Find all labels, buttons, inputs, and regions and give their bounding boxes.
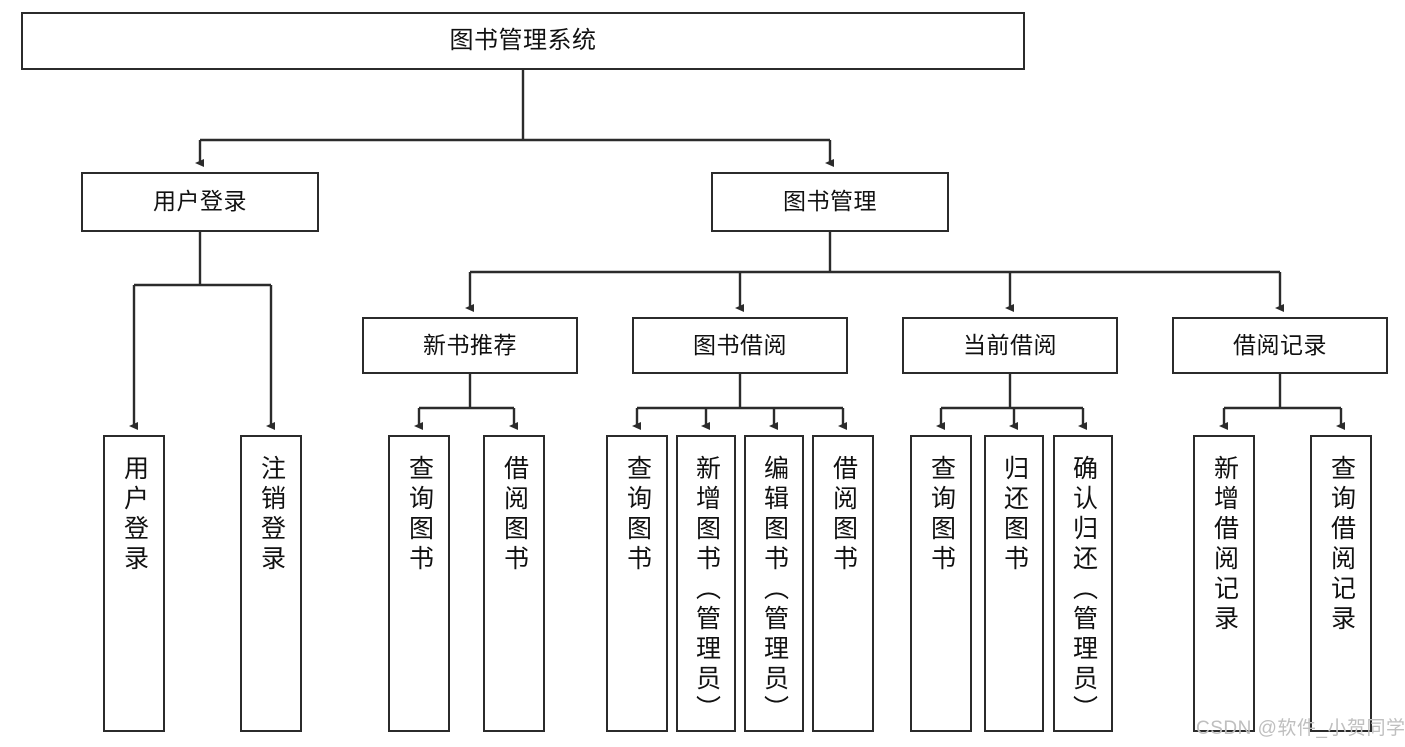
node-leaf-confirm-return-label: 确认归还（管理员） xyxy=(1069,455,1098,725)
node-leaf-logout[interactable]: 注销登录 xyxy=(240,435,302,732)
node-current-borrow-label: 当前借阅 xyxy=(963,331,1057,358)
node-leaf-query-record-label: 查询借阅记录 xyxy=(1327,455,1356,635)
node-leaf-borrow-book-2[interactable]: 借阅图书 xyxy=(812,435,874,732)
node-leaf-borrow-book-1[interactable]: 借阅图书 xyxy=(483,435,545,732)
node-leaf-borrow-book-2-label: 借阅图书 xyxy=(829,455,858,575)
node-user-login[interactable]: 用户登录 xyxy=(81,172,319,232)
node-leaf-confirm-return[interactable]: 确认归还（管理员） xyxy=(1053,435,1113,732)
node-leaf-query-book-2[interactable]: 查询图书 xyxy=(606,435,668,732)
node-leaf-add-record[interactable]: 新增借阅记录 xyxy=(1193,435,1255,732)
node-leaf-query-book-1-label: 查询图书 xyxy=(405,455,434,575)
node-leaf-query-book-3-label: 查询图书 xyxy=(927,455,956,575)
node-leaf-query-book-1[interactable]: 查询图书 xyxy=(388,435,450,732)
node-leaf-return-book-label: 归还图书 xyxy=(1000,455,1029,575)
node-book-manage-label: 图书管理 xyxy=(783,188,877,215)
node-leaf-edit-book-label: 编辑图书（管理员） xyxy=(760,455,789,725)
node-root[interactable]: 图书管理系统 xyxy=(21,12,1025,70)
node-borrow-record[interactable]: 借阅记录 xyxy=(1172,317,1388,374)
node-leaf-user-login-label: 用户登录 xyxy=(120,455,149,575)
node-leaf-borrow-book-1-label: 借阅图书 xyxy=(500,455,529,575)
node-leaf-return-book[interactable]: 归还图书 xyxy=(984,435,1044,732)
node-current-borrow[interactable]: 当前借阅 xyxy=(902,317,1118,374)
node-borrow-record-label: 借阅记录 xyxy=(1233,331,1327,358)
node-leaf-add-record-label: 新增借阅记录 xyxy=(1210,455,1239,635)
node-book-borrow[interactable]: 图书借阅 xyxy=(632,317,848,374)
watermark: CSDN @软件_小贺同学 xyxy=(1196,718,1405,739)
node-leaf-logout-label: 注销登录 xyxy=(257,455,286,575)
node-leaf-add-book-label: 新增图书（管理员） xyxy=(692,455,721,725)
node-new-book-recommend[interactable]: 新书推荐 xyxy=(362,317,578,374)
node-leaf-user-login[interactable]: 用户登录 xyxy=(103,435,165,732)
node-book-manage[interactable]: 图书管理 xyxy=(711,172,949,232)
node-leaf-query-book-3[interactable]: 查询图书 xyxy=(910,435,972,732)
node-leaf-query-record[interactable]: 查询借阅记录 xyxy=(1310,435,1372,732)
node-new-book-recommend-label: 新书推荐 xyxy=(423,331,517,358)
node-root-label: 图书管理系统 xyxy=(449,26,597,54)
node-book-borrow-label: 图书借阅 xyxy=(693,331,787,358)
node-leaf-edit-book[interactable]: 编辑图书（管理员） xyxy=(744,435,804,732)
node-leaf-add-book[interactable]: 新增图书（管理员） xyxy=(676,435,736,732)
node-leaf-query-book-2-label: 查询图书 xyxy=(623,455,652,575)
node-user-login-label: 用户登录 xyxy=(153,188,247,215)
